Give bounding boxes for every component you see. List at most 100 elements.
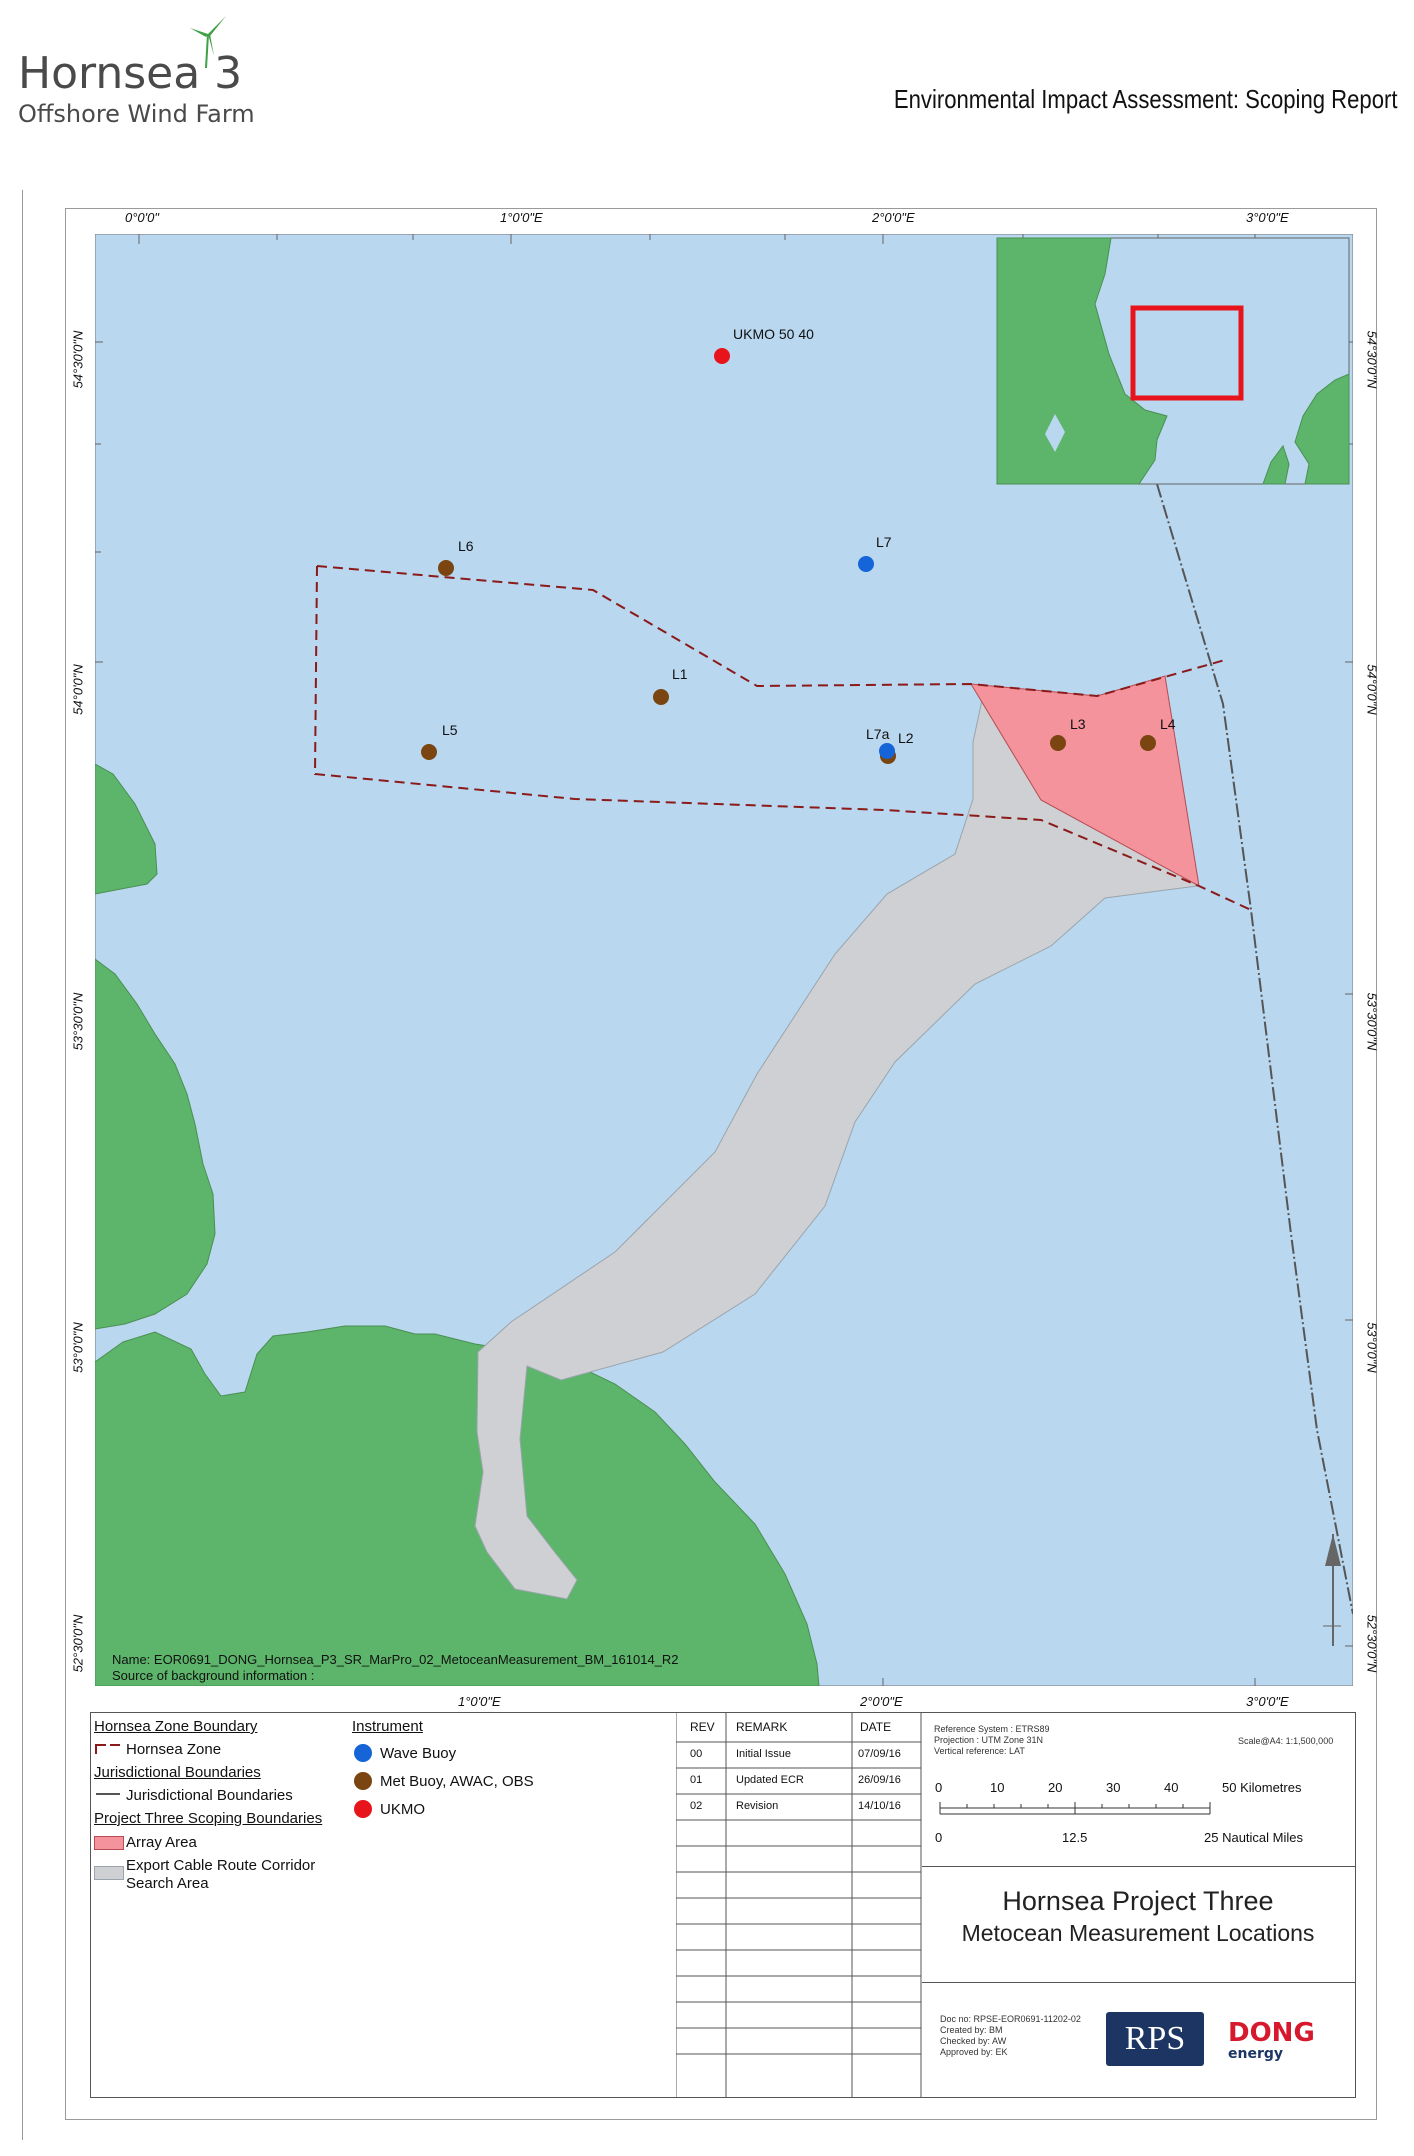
legend-juris-heading: Jurisdictional Boundaries [94, 1764, 261, 1781]
map-name-line: Name: EOR0691_DONG_Hornsea_P3_SR_MarPro_… [112, 1652, 679, 1667]
point-label-l2: L2 [898, 730, 914, 746]
export-cable-corridor [474, 684, 1199, 1600]
legend-cable-item: Export Cable Route Corridor [126, 1857, 316, 1874]
scale-bar [939, 1802, 1211, 1815]
wave-buoy-icon [354, 1744, 372, 1762]
legend-cable-item-2: Search Area [126, 1875, 209, 1892]
legend-scoping-heading: Project Three Scoping Boundaries [94, 1810, 323, 1827]
doc-number: Doc no: RPSE-EOR0691-11202-02 [940, 2014, 1081, 2024]
divider [922, 1982, 1356, 1983]
map-sheet [65, 208, 1377, 2120]
lon-label-bottom: 2°0'0"E [860, 1694, 903, 1709]
ref-system: Reference System : ETRS89 [934, 1724, 1050, 1734]
legend-array-item: Array Area [126, 1834, 197, 1851]
cable-swatch [94, 1866, 124, 1880]
land-coast-north [95, 763, 158, 895]
vertical-reference: Vertical reference: LAT [934, 1746, 1025, 1756]
km-tick: 40 [1164, 1780, 1179, 1795]
scale-text: Scale@A4: 1:1,500,000 [1238, 1736, 1334, 1746]
point-label-l3: L3 [1070, 716, 1086, 732]
lon-label-top: 3°0'0"E [1246, 210, 1289, 225]
point-l4 [1140, 735, 1156, 751]
rev-cell: 01 [690, 1774, 703, 1786]
dong-logo: DONG [1228, 2018, 1315, 2048]
lat-label-right: 52°30'0"N [1364, 1614, 1380, 1673]
lon-label-top: 0°0'0" [125, 210, 159, 225]
map-subtitle: Metocean Measurement Locations [961, 1920, 1315, 1946]
lat-label-right: 54°0'0"N [1364, 664, 1380, 715]
jurisdictional-boundary [1156, 483, 1353, 1615]
km-tick: 20 [1048, 1780, 1063, 1795]
map-source-line: Source of background information : [112, 1668, 315, 1683]
checked-by: Checked by: AW [940, 2036, 1007, 2046]
rev-cell: 00 [690, 1748, 703, 1760]
rev-cell: 02 [690, 1800, 703, 1812]
lon-label-top: 1°0'0"E [500, 210, 543, 225]
point-l5 [421, 744, 437, 760]
point-l7a [879, 743, 895, 759]
point-l7 [858, 556, 874, 572]
title-block [90, 1712, 1356, 2098]
lat-label-right: 53°30'0"N [1364, 992, 1380, 1051]
date-cell: 26/09/16 [858, 1774, 901, 1786]
legend-instrument-heading: Instrument [352, 1718, 423, 1735]
rps-logo: RPS [1106, 2012, 1204, 2066]
legend-zone-heading: Hornsea Zone Boundary [94, 1718, 258, 1735]
legend-zone-item: Hornsea Zone [126, 1741, 222, 1758]
created-by: Created by: BM [940, 2025, 1003, 2035]
point-label-ukmo: UKMO 50 40 [733, 326, 814, 342]
point-ukmo [714, 348, 730, 364]
document-title: Environmental Impact Assessment: Scoping… [894, 84, 1398, 114]
date-cell: 14/10/16 [858, 1800, 901, 1812]
point-l1 [653, 689, 669, 705]
map-title: Hornsea Project Three [1002, 1886, 1274, 1916]
point-l6 [438, 560, 454, 576]
lat-label-right: 54°30'0"N [1364, 330, 1380, 389]
inset-map [996, 237, 1350, 485]
legend-ukmo-item: UKMO [380, 1801, 425, 1818]
point-label-l6: L6 [458, 538, 474, 554]
lat-label-right: 53°0'0"N [1364, 1322, 1380, 1373]
legend-wave-item: Wave Buoy [380, 1745, 457, 1762]
legend-met-item: Met Buoy, AWAC, OBS [380, 1773, 534, 1790]
divider [922, 1866, 1356, 1867]
point-label-l1: L1 [672, 666, 688, 682]
lat-label-left: 54°30'0"N [70, 330, 86, 389]
rev-header: REV [690, 1720, 715, 1734]
margin-line [22, 190, 23, 2140]
hornsea-zone-boundary [316, 565, 1226, 698]
land-coast-west [95, 958, 216, 1330]
lat-label-left: 52°30'0"N [70, 1614, 86, 1673]
remark-header: REMARK [736, 1720, 788, 1734]
land-norfolk [95, 1325, 820, 1686]
map-canvas[interactable] [95, 234, 1353, 1686]
point-label-l7: L7 [876, 534, 892, 550]
north-arrow-icon [1323, 1534, 1341, 1646]
hornsea-zone-boundary [313, 565, 1252, 911]
logo-title: Hornsea 3 [18, 48, 243, 99]
revision-table-grid [676, 1712, 922, 2098]
array-swatch [94, 1836, 124, 1850]
ukmo-icon [354, 1800, 372, 1818]
point-label-l4: L4 [1160, 716, 1176, 732]
juris-line-icon [96, 1793, 120, 1795]
remark-cell: Initial Issue [736, 1748, 792, 1760]
nm-tick: 25 Nautical Miles [1204, 1830, 1303, 1845]
point-label-l7a: L7a [866, 726, 890, 742]
met-buoy-icon [354, 1772, 372, 1790]
zone-line-icon [95, 1744, 120, 1754]
km-tick: 0 [935, 1780, 943, 1795]
point-label-l5: L5 [442, 722, 458, 738]
remark-cell: Revision [736, 1800, 779, 1812]
date-header: DATE [860, 1720, 892, 1734]
km-tick: 10 [990, 1780, 1005, 1795]
nm-tick: 12.5 [1062, 1830, 1088, 1845]
legend-juris-item: Jurisdictional Boundaries [126, 1787, 293, 1804]
km-tick: 50 Kilometres [1222, 1780, 1302, 1795]
lat-label-left: 53°0'0"N [70, 1322, 86, 1373]
date-cell: 07/09/16 [858, 1748, 901, 1760]
logo-subtitle: Offshore Wind Farm [18, 100, 255, 128]
nm-tick: 0 [935, 1830, 943, 1845]
remark-cell: Updated ECR [736, 1774, 804, 1786]
km-tick: 30 [1106, 1780, 1121, 1795]
